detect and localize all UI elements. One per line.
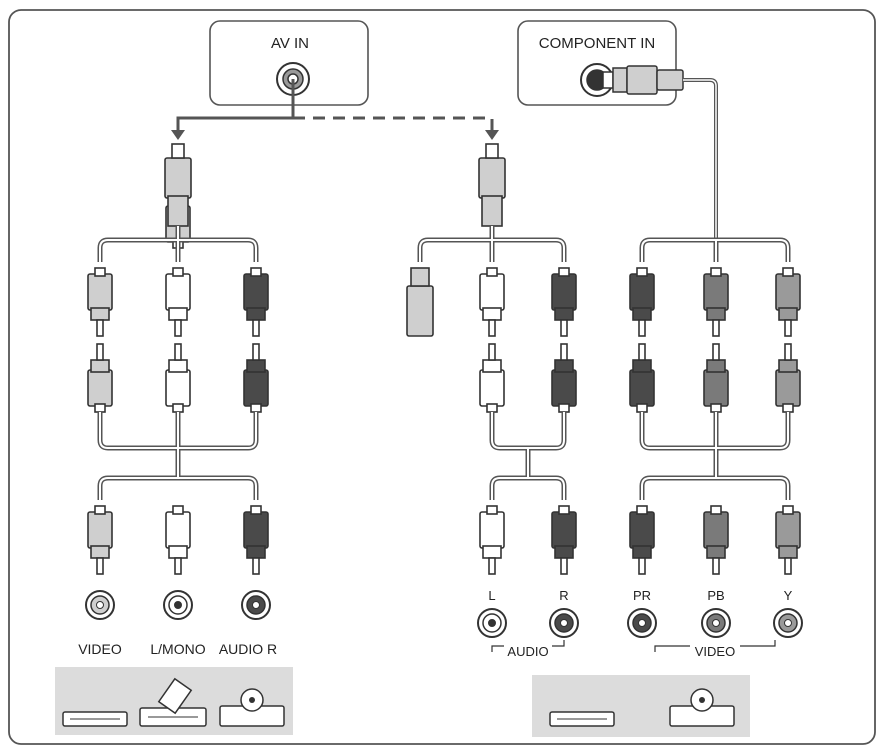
jack-label: Y (784, 588, 793, 603)
dvd-player-icon (549, 711, 615, 727)
jack-audio-l-icon (477, 608, 507, 638)
video-group-label: VIDEO (695, 644, 735, 659)
jack-label: VIDEO (78, 641, 122, 657)
left-jacks: VIDEO L/MONO AUDIO R (78, 590, 277, 657)
av-plug-body-mid (478, 143, 506, 227)
jack-video-pb-icon (701, 608, 731, 638)
set-top-box-icon (139, 677, 207, 727)
arrow-down-icon (485, 130, 499, 140)
video-jacks: PR PB Y (627, 588, 803, 638)
jack-video-pr-icon (627, 608, 657, 638)
jack-label: L (488, 588, 495, 603)
jack-audio-r-icon (241, 590, 271, 620)
jack-label: L/MONO (150, 641, 205, 657)
audio-group-label: AUDIO (507, 644, 548, 659)
audio-group-bracket: AUDIO (491, 640, 565, 659)
component-in-port-box: COMPONENT IN (517, 20, 684, 106)
component-in-plug-icon (602, 65, 684, 95)
av-in-port-box: AV IN (209, 20, 369, 106)
av-in-cable (176, 79, 494, 132)
jack-label: R (559, 588, 568, 603)
disc-player-icon (219, 688, 285, 727)
arrow-down-icon (171, 130, 185, 140)
jack-video-icon (85, 590, 115, 620)
jack-label: PB (707, 588, 724, 603)
diagram-frame (8, 9, 876, 745)
jack-label: AUDIO R (219, 641, 277, 657)
jack-l-mono-icon (163, 590, 193, 620)
plug-row1-mid (406, 267, 577, 337)
jack-video-y-icon (773, 608, 803, 638)
av-in-label: AV IN (271, 35, 309, 52)
video-group-bracket: VIDEO (654, 640, 776, 659)
disc-player-icon (669, 688, 735, 727)
dvd-player-icon (62, 711, 128, 727)
jack-audio-r-icon (549, 608, 579, 638)
av-plug-body-left (164, 143, 192, 227)
jack-label: PR (633, 588, 651, 603)
component-in-label: COMPONENT IN (539, 35, 655, 52)
